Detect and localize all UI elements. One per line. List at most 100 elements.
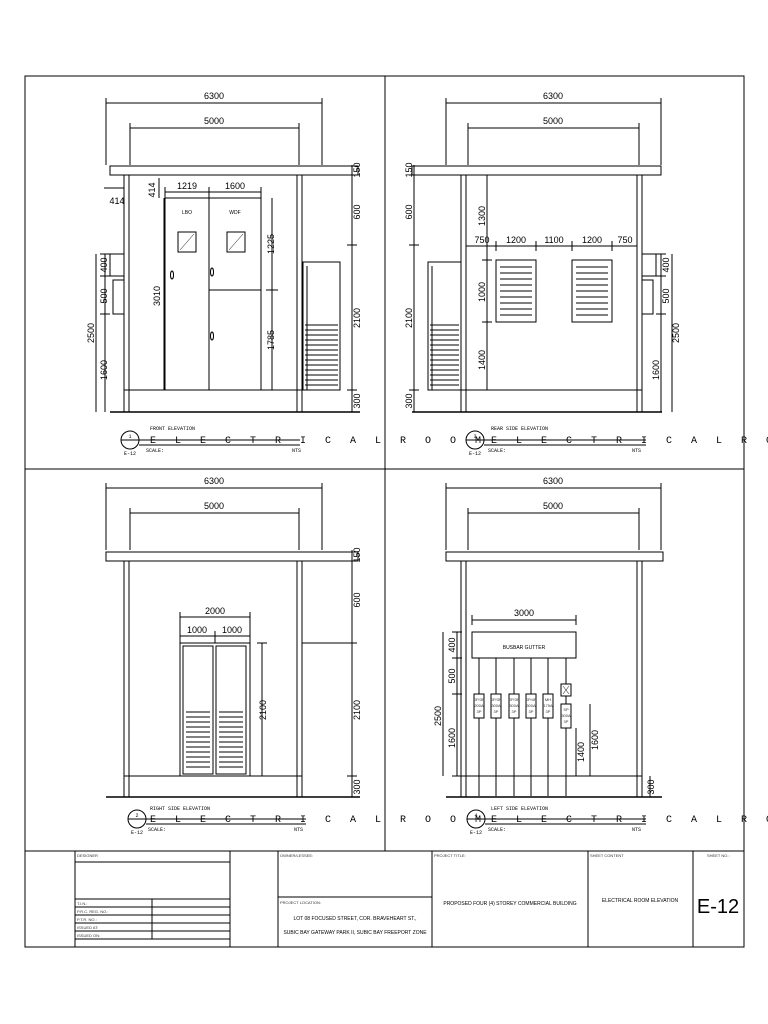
panel-6-line-3: 3P [564, 719, 569, 724]
busbar-gutter [471, 631, 577, 659]
view-number: 2 [135, 813, 138, 819]
dim-150: 150 [352, 162, 362, 177]
issued-on-label: ISSUED ON: [77, 933, 100, 938]
prc-label: P.R.C. REG. NO.: [77, 909, 109, 914]
dim-1300: 1300 [477, 206, 487, 226]
view-title: E L E C T R I C A L R O O M [150, 436, 488, 447]
dim-2500: 2500 [671, 323, 681, 343]
dim-300: 300 [646, 779, 656, 794]
dim-2100: 2100 [352, 700, 362, 720]
vision-panel [226, 231, 246, 253]
wall-box [641, 253, 657, 277]
project-location-line-1: LOT 08 FOCUSED STREET, COR. BRAVEHEART S… [294, 916, 417, 922]
dim-6300: 6300 [543, 476, 563, 486]
dim-600: 600 [352, 204, 362, 219]
dim-400: 400 [99, 257, 109, 272]
panel-1-line-3: 3P [477, 709, 482, 714]
roof-slab [411, 165, 662, 176]
dim-2500: 2500 [86, 323, 96, 343]
roof-slab [445, 551, 664, 562]
view-scale-value: NTS [294, 827, 303, 833]
view-scale-value: NTS [632, 448, 641, 454]
louver-window [495, 259, 537, 323]
view-title: E L E C T R I C A L R O O M [491, 436, 768, 447]
panel-2-line-2: 300A [491, 703, 501, 708]
panel-box-5: MH 175A 3P [542, 693, 554, 719]
busbar-label: BUSBAR GUTTER [503, 645, 546, 651]
panel-2-line-1: SP/3P [490, 697, 502, 702]
roof-slab [109, 165, 359, 176]
dim-1000: 1000 [187, 625, 207, 635]
dim-1200: 1200 [506, 235, 526, 245]
view-sheet: E-12 [124, 451, 136, 457]
dim-600: 600 [352, 592, 362, 607]
dim-1219: 1219 [177, 181, 197, 191]
panel-box-1: SP/3P 200A 3P [473, 693, 485, 719]
dim-1600: 1600 [651, 360, 661, 380]
door-label-wdf: WDF [229, 210, 240, 216]
door-label-lbo: LBO [182, 210, 192, 216]
dim-400: 400 [447, 637, 457, 652]
issued-at-label: ISSUED AT: [77, 925, 98, 930]
view-number: 3 [473, 434, 476, 440]
view-sheet: E-12 [469, 451, 481, 457]
dim-1000: 1000 [222, 625, 242, 635]
view-number: 1 [128, 434, 131, 440]
dim-1225: 1225 [266, 234, 276, 254]
dim-5000: 5000 [204, 501, 224, 511]
dim-2500: 2500 [433, 706, 443, 726]
sheet-content-label: SHEET CONTENT [590, 853, 624, 858]
dim-1600: 1600 [447, 728, 457, 748]
dim-2100: 2100 [258, 700, 268, 720]
title-block: DESIGNER T.I.N.: P.R.C. REG. NO.: P.T.R.… [74, 851, 739, 947]
vision-panel [177, 231, 197, 253]
dim-300: 300 [404, 393, 414, 408]
dim-500: 500 [99, 288, 109, 303]
panel-box-6: SP 300A 3P [560, 683, 572, 729]
dim-5000: 5000 [543, 501, 563, 511]
left-side-elevation: 6300 5000 3000 BUSBAR GUTTER SP/3P 200A … [433, 476, 768, 836]
annex-louver [302, 261, 341, 391]
dim-750: 750 [474, 235, 489, 245]
panel-6-line-2: 300A [561, 713, 571, 718]
dim-3010: 3010 [152, 286, 162, 306]
ptr-label: P.T.R. NO.: [77, 917, 97, 922]
view-kind: REAR SIDE ELEVATION [491, 426, 548, 432]
dim-1400: 1400 [477, 350, 487, 370]
panel-3-line-1: SP/3P [508, 697, 520, 702]
panel-5-line-2: 175A [543, 703, 553, 708]
panel-2-line-3: 3P [494, 709, 499, 714]
dim-500: 500 [447, 668, 457, 683]
designer-label: DESIGNER [77, 853, 98, 858]
panel-1-line-2: 200A [474, 703, 484, 708]
dim-1100: 1100 [544, 235, 563, 245]
panel-4-line-1: SP/4P [525, 697, 537, 702]
sheet-no-label: SHEET NO.: [707, 853, 730, 858]
rear-elevation: 6300 5000 750 1200 [404, 91, 768, 457]
tin-label: T.I.N.: [77, 901, 87, 906]
dim-414: 414 [147, 182, 157, 197]
louver-window [571, 259, 613, 323]
dim-6300: 6300 [204, 476, 224, 486]
right-side-elevation: 6300 5000 2000 1000 1000 2100 [105, 476, 481, 836]
view-title: E L E C T R I C A L R O O M [491, 815, 768, 826]
dim-300: 300 [352, 393, 362, 408]
dim-1200: 1200 [582, 235, 602, 245]
panel-3-line-3: 3P [512, 709, 517, 714]
dim-1000: 1000 [477, 282, 487, 302]
panel-box-4: SP/4P 300A 3P [525, 693, 537, 719]
project-title-label: PROJECT TITLE: [434, 853, 466, 858]
dim-5000: 5000 [204, 116, 224, 126]
panel-box-3: SP/3P 300A 3P [508, 693, 520, 719]
view-number: 4 [474, 813, 477, 819]
door-wdf [208, 197, 262, 391]
dim-1600: 1600 [225, 181, 245, 191]
view-scale-value: NTS [632, 827, 641, 833]
view-scale-label: SCALE: [148, 827, 166, 833]
dim-5000: 5000 [543, 116, 563, 126]
view-scale-label: SCALE: [146, 448, 164, 454]
dim-400: 400 [661, 257, 671, 272]
panel-1-line-1: SP/3P [473, 697, 485, 702]
double-door [179, 642, 251, 777]
